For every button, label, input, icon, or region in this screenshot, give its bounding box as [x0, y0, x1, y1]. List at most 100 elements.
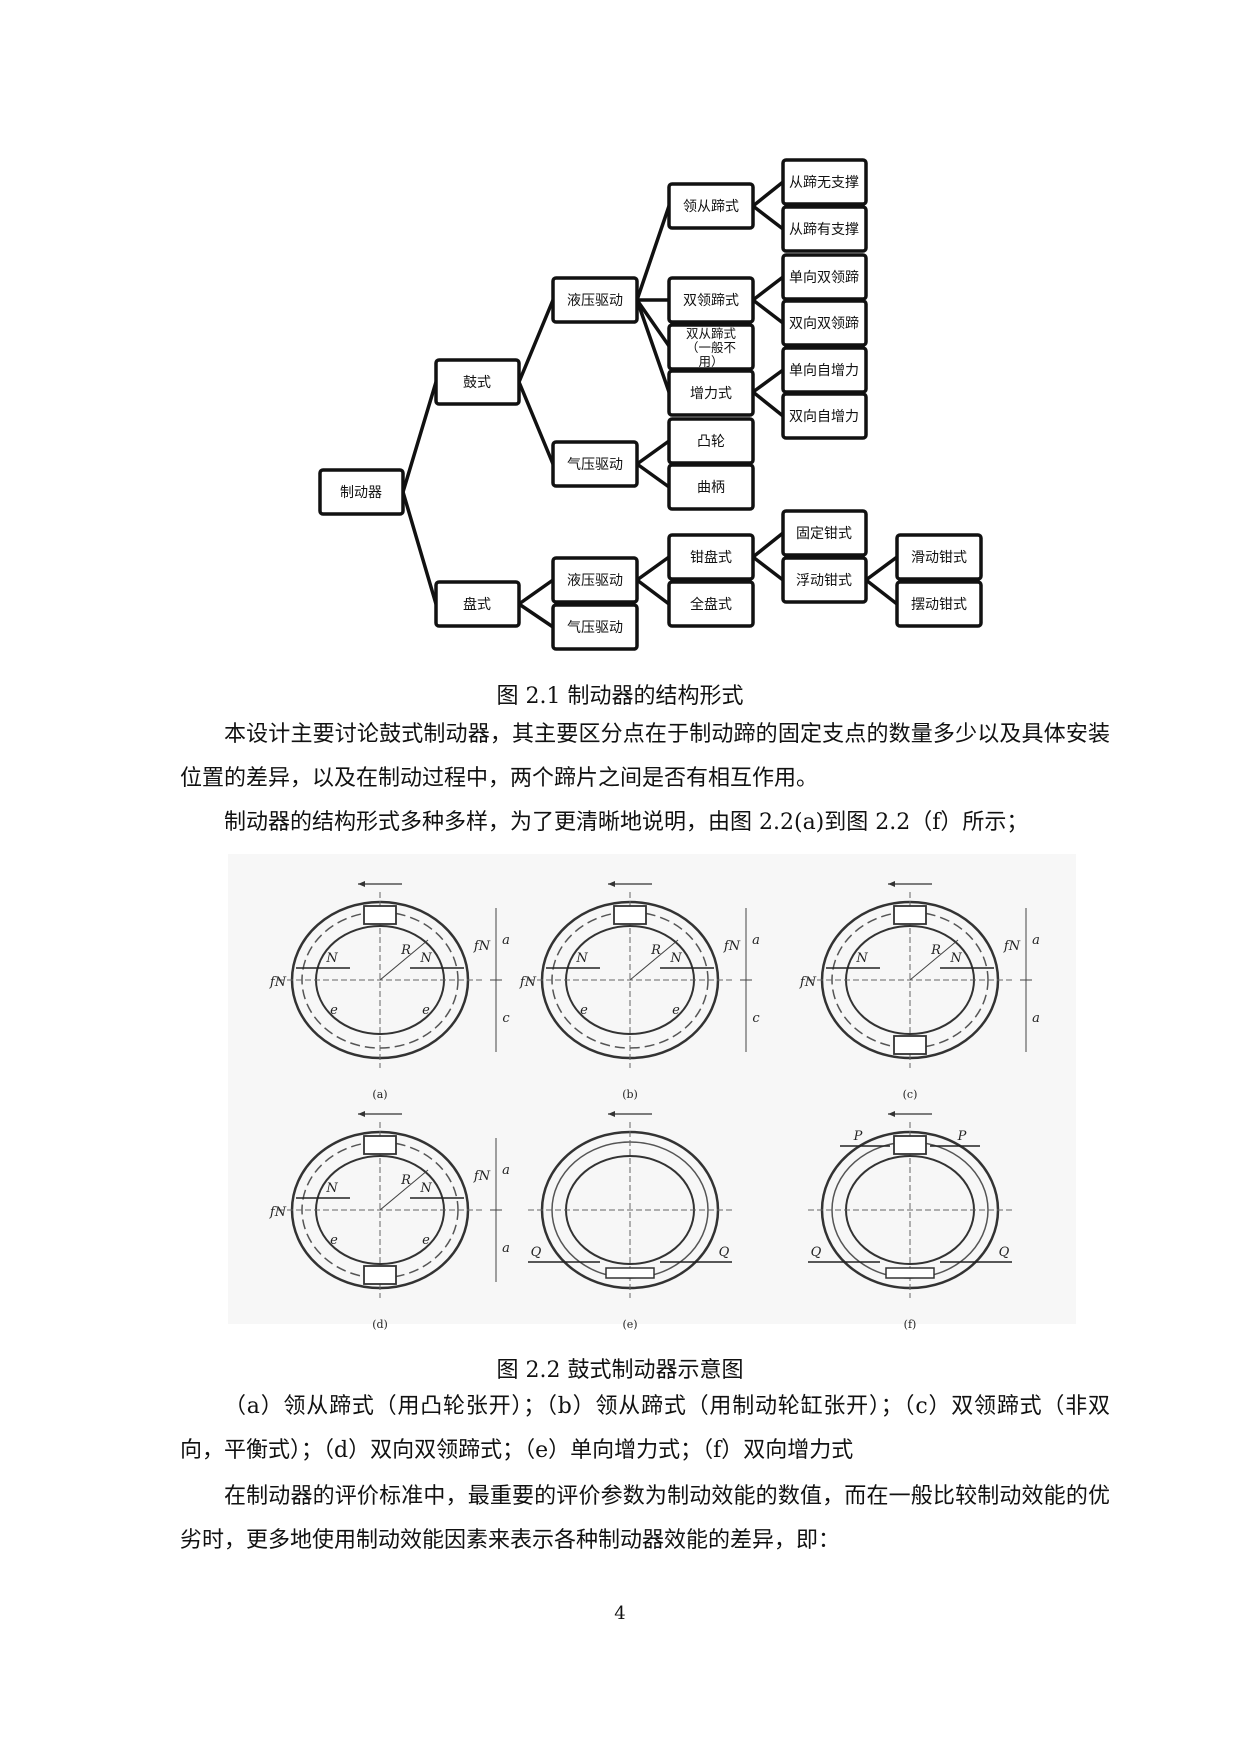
node-caliper-disc: 钳盘式 [690, 549, 732, 566]
label-fN2: fN [1003, 939, 1021, 954]
label-Q-left: Q [531, 1245, 542, 1260]
node-crank: 曲柄 [697, 480, 725, 496]
drum-outer [820, 900, 1000, 1060]
brake-shoe-inner [845, 1155, 975, 1265]
node-trailing-no-support: 从蹄无支撑 [789, 174, 859, 191]
sub-label: (b) [622, 1088, 638, 1101]
label-a: a [752, 933, 760, 948]
brake-shoe-inner [845, 925, 975, 1035]
brake-shoe-lining [301, 1141, 459, 1279]
drum-outer [820, 1130, 1000, 1290]
sub-label: (d) [372, 1318, 388, 1331]
node-two-trailing-line3: 用） [698, 354, 723, 369]
brake-shoe-lining [831, 1141, 989, 1279]
tree-boxes [318, 158, 983, 651]
brake-shoe-lining [301, 911, 459, 1049]
drum-outer [540, 900, 720, 1060]
node-servo: 增力式 [690, 386, 732, 402]
radius-line [909, 939, 959, 981]
rotation-arrow-head [358, 881, 365, 887]
node-swing-caliper: 摆动钳式 [911, 597, 967, 613]
node-full-disc: 全盘式 [690, 596, 732, 613]
node-disc: 盘式 [463, 596, 491, 613]
drum-diagram-e: Q Q (e) [528, 1111, 732, 1331]
label-fN2: fN [723, 939, 741, 954]
node-two-way-servo: 双向自增力 [789, 409, 859, 425]
sub-label: (f) [904, 1318, 917, 1331]
radius-line [379, 1169, 429, 1211]
node-drum-pneumatic: 气压驱动 [567, 457, 623, 473]
label-e-left: e [330, 1233, 338, 1248]
node-sliding-caliper: 滑动钳式 [911, 549, 967, 566]
node-one-way-servo: 单向自增力 [789, 363, 859, 379]
node-fixed-caliper: 固定钳式 [796, 526, 852, 542]
node-disc-hydraulic: 液压驱动 [567, 573, 623, 589]
top-actuator [363, 1135, 397, 1155]
label-a: a [1032, 933, 1040, 948]
label-Q-left: Q [811, 1245, 822, 1260]
top-actuator [893, 1135, 927, 1155]
label-P-right: P [957, 1129, 967, 1144]
node-two-trailing-line2: （一般不 [686, 340, 736, 355]
figure-2-2-caption: 图 2.2 鼓式制动器示意图 [496, 1358, 744, 1383]
rotation-arrow-head [888, 881, 895, 887]
label-e-right: e [422, 1003, 430, 1018]
figure-2-1-caption: 图 2.1 制动器的结构形式 [496, 684, 744, 709]
label-N2: N [419, 951, 432, 966]
label-c: a [1032, 1011, 1040, 1026]
label-N1: N [325, 951, 338, 966]
label-e-right: e [422, 1233, 430, 1248]
node-two-leading: 双领蹄式 [683, 292, 739, 309]
radius-line [629, 939, 679, 981]
adjuster-link [605, 1267, 655, 1279]
label-N1: N [855, 951, 868, 966]
brake-shoe-inner [565, 925, 695, 1035]
rotation-arrow-head [358, 1111, 365, 1117]
label-c: c [752, 1011, 760, 1026]
radius-line [379, 939, 429, 981]
label-a: a [502, 933, 510, 948]
label-fN1: fN [519, 975, 537, 990]
brake-shoe-lining [551, 1141, 709, 1279]
node-two-way-two-leading: 双向双领蹄 [789, 315, 859, 332]
label-fN2: fN [473, 939, 491, 954]
node-leading-trailing: 领从蹄式 [683, 198, 739, 215]
brake-shoe-inner [565, 1155, 695, 1265]
node-one-way-two-leading: 单向双领蹄 [789, 269, 859, 286]
label-Q-right: Q [719, 1245, 730, 1260]
label-e-left: e [580, 1003, 588, 1018]
sub-label: (a) [372, 1088, 387, 1101]
label-e-left: e [330, 1003, 338, 1018]
page-number: 4 [614, 1603, 626, 1624]
sub-label: (e) [622, 1318, 637, 1331]
drum-outer [290, 1130, 470, 1290]
brake-shoe-inner [315, 1155, 445, 1265]
label-e-right: e [672, 1003, 680, 1018]
label-fN1: fN [269, 1205, 287, 1220]
drum-outer [540, 1130, 720, 1290]
label-N1: N [325, 1181, 338, 1196]
label-c: a [502, 1241, 510, 1256]
brake-shoe-inner [315, 925, 445, 1035]
top-actuator [893, 905, 927, 925]
label-fN2: fN [473, 1169, 491, 1184]
label-fN1: fN [799, 975, 817, 990]
paragraph-3: （a）领从蹄式（用凸轮张开）；（b）领从蹄式（用制动轮缸张开）；（c）双领蹄式（… [180, 1394, 1110, 1463]
figure-background [228, 854, 1076, 1324]
label-N2: N [419, 1181, 432, 1196]
paragraph-4: 在制动器的评价标准中，最重要的评价参数为制动效能的数值，而在一般比较制动效能的优… [180, 1484, 1110, 1553]
label-N1: N [575, 951, 588, 966]
node-disc-pneumatic: 气压驱动 [567, 620, 623, 636]
node-drum-hydraulic: 液压驱动 [567, 293, 623, 309]
node-floating-caliper: 浮动钳式 [796, 573, 852, 589]
label-P-left: P [853, 1129, 863, 1144]
node-drum: 鼓式 [463, 375, 491, 391]
label-R: R [400, 1173, 411, 1188]
rotation-arrow-head [608, 1111, 615, 1117]
brake-shoe-lining [831, 911, 989, 1049]
